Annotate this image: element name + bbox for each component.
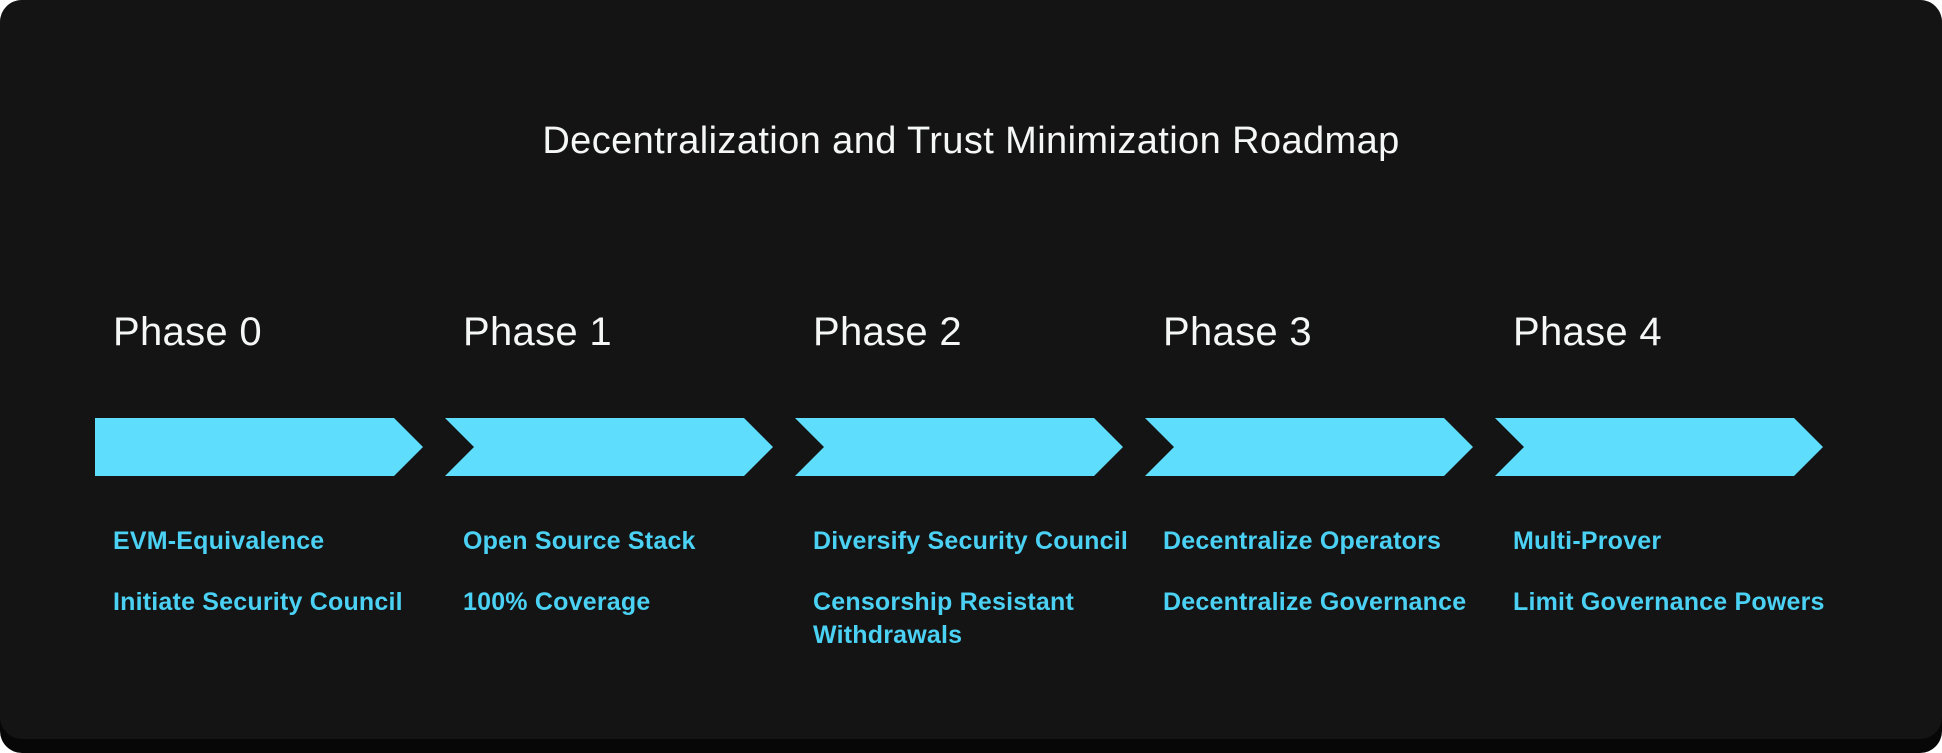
- phase-item: Initiate Security Council: [113, 588, 403, 616]
- phase-item: Censorship Resistant Withdrawals: [813, 588, 1075, 649]
- phase-label: Phase 1: [463, 310, 612, 354]
- phase-item: Diversify Security Council: [813, 527, 1129, 555]
- phase-arrow-shape: [1495, 418, 1823, 476]
- phase-item: EVM-Equivalence: [113, 527, 325, 555]
- phase-item: Decentralize Operators: [1163, 527, 1442, 555]
- phase-arrow-shape: [795, 418, 1123, 476]
- phase-arrow-shape: [95, 418, 423, 476]
- phase-arrow-shape: [1145, 418, 1473, 476]
- phase-label: Phase 4: [1513, 310, 1662, 354]
- phase-item: Open Source Stack: [463, 527, 696, 555]
- phase-item: Limit Governance Powers: [1513, 588, 1825, 616]
- phase-label: Phase 0: [113, 310, 262, 354]
- roadmap-title: Decentralization and Trust Minimization …: [542, 120, 1400, 162]
- phase-column-1: Phase 1 Open Source Stack 100% Coverage: [445, 308, 773, 680]
- phase-item-list: Open Source Stack 100% Coverage: [445, 525, 773, 619]
- phase-label: Phase 2: [813, 310, 962, 354]
- phase-item: 100% Coverage: [463, 588, 651, 616]
- phase-item: Multi-Prover: [1513, 527, 1662, 555]
- phase-label: Phase 3: [1163, 310, 1312, 354]
- phase-item: Decentralize Governance: [1163, 588, 1467, 616]
- phase-arrow-shape: [445, 418, 773, 476]
